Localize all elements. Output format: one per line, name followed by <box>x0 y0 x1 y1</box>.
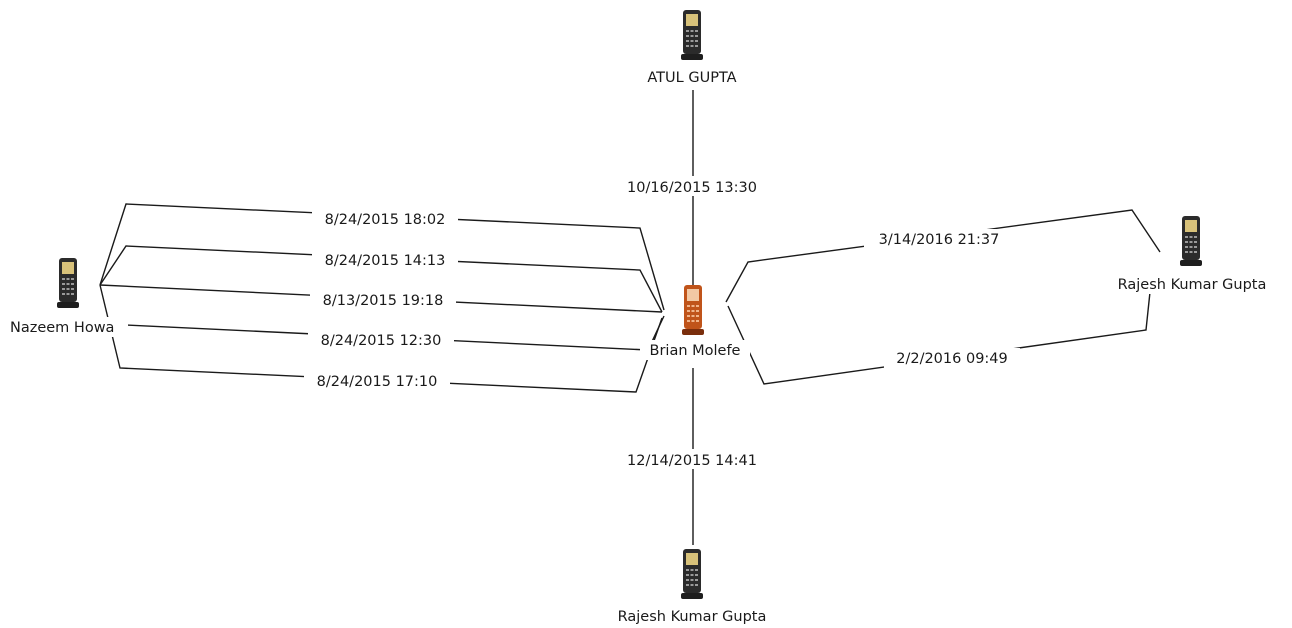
edge-label-left-2: 8/24/2015 14:13 <box>325 253 446 269</box>
phone-icon <box>1180 216 1202 266</box>
node-label-center: Brian Molefe <box>650 343 741 359</box>
node-center[interactable]: Brian Molefe <box>640 285 750 360</box>
node-label-top: ATUL GUPTA <box>647 70 736 86</box>
phone-icon <box>57 258 79 308</box>
edge-label-left-4: 8/24/2015 12:30 <box>321 333 442 349</box>
edge-label-left-1: 8/24/2015 18:02 <box>325 212 446 228</box>
edge-label-left-3: 8/13/2015 19:18 <box>323 293 444 309</box>
edge-right-1[interactable] <box>725 209 1161 303</box>
phone-icon <box>681 549 703 599</box>
edge-labels: 10/16/2015 13:30 8/24/2015 18:02 8/24/20… <box>304 176 1020 469</box>
edge-right-2[interactable] <box>727 291 1151 385</box>
node-left[interactable]: Nazeem Howa <box>6 258 128 337</box>
node-bottom[interactable]: Rajesh Kumar Gupta <box>604 549 782 626</box>
node-label-right: Rajesh Kumar Gupta <box>1118 277 1267 293</box>
edge-label-bottom: 12/14/2015 14:41 <box>627 453 757 469</box>
edge-label-top: 10/16/2015 13:30 <box>627 180 757 196</box>
edge-label-right-1: 3/14/2016 21:37 <box>879 232 1000 248</box>
phone-icon <box>681 10 703 60</box>
edges <box>99 90 1161 545</box>
node-right[interactable]: Rajesh Kumar Gupta <box>1104 216 1282 294</box>
node-label-bottom: Rajesh Kumar Gupta <box>618 609 767 625</box>
edge-label-right-2: 2/2/2016 09:49 <box>896 351 1008 367</box>
edge-label-left-5: 8/24/2015 17:10 <box>317 374 438 390</box>
node-label-left: Nazeem Howa <box>10 320 114 336</box>
node-top[interactable]: ATUL GUPTA <box>636 10 750 86</box>
phone-icon <box>682 285 704 335</box>
